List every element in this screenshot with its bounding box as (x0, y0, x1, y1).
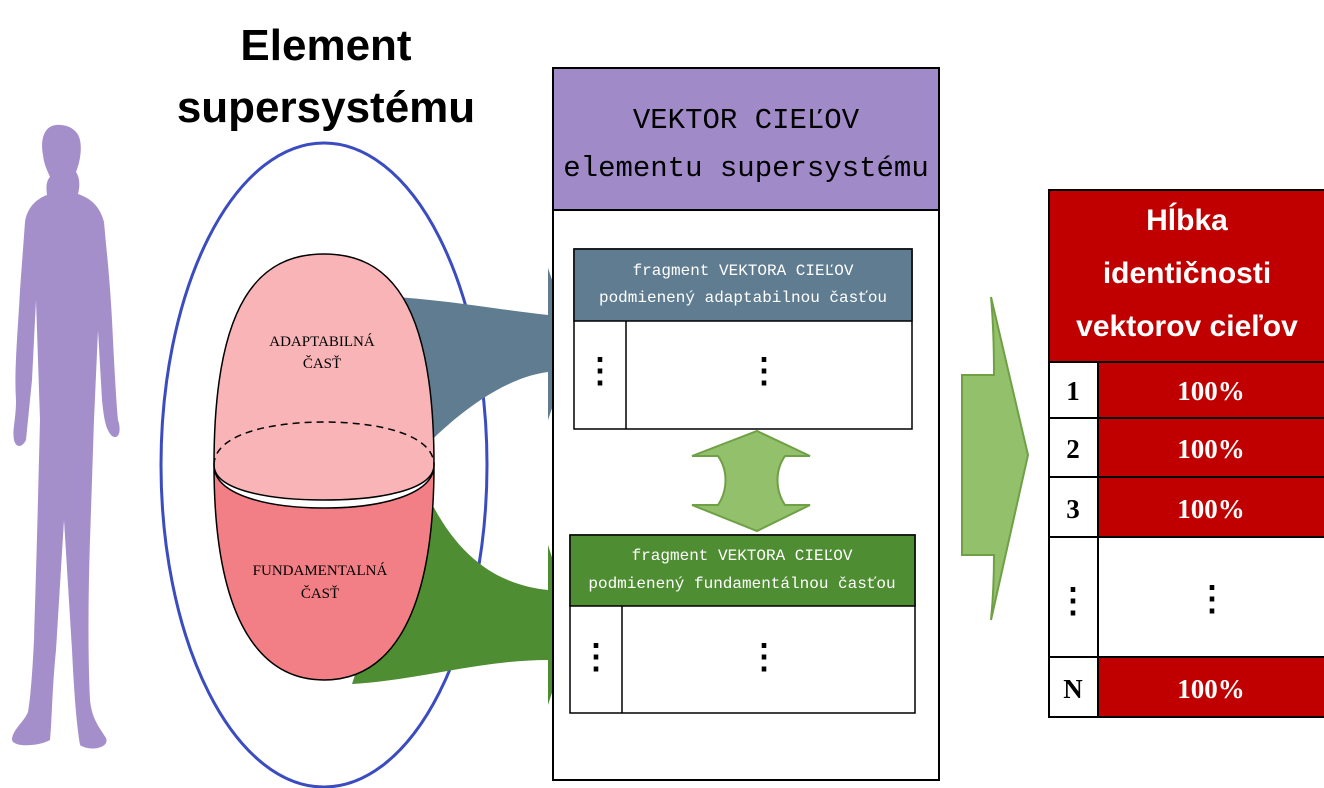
table-row-3-value: 100% (1177, 494, 1245, 524)
identity-table: Hĺbka identičnosti vektorov cieľov 1 100… (1048, 189, 1324, 718)
adaptive-part-shape (213, 253, 435, 501)
table-row-ellipsis-index-cell (1048, 536, 1099, 658)
fragment-fundamental-header (569, 534, 916, 607)
fundamental-part-label-1: FUNDAMENTALNÁ (253, 562, 388, 579)
vector-panel-header (552, 67, 940, 211)
adaptive-part-label-1: ADAPTABILNÁ (269, 333, 375, 350)
fundamental-part-shape (213, 464, 435, 681)
table-row-n-index: N (1063, 674, 1083, 704)
fragment-adaptive-title-1: fragment VEKTORA CIEĽOV (633, 262, 854, 280)
table-row-ellipsis-value: ⋮ (1195, 581, 1229, 618)
title-line-2: supersystému (177, 83, 475, 132)
table-row-n-value: 100% (1177, 674, 1245, 704)
table-row-3-index: 3 (1066, 494, 1080, 524)
table-row-1-value: 100% (1177, 376, 1245, 406)
vector-header-line-2: elementu supersystému (563, 152, 928, 185)
table-row-n-value-cell (1097, 656, 1324, 718)
table-row-2-index: 2 (1066, 434, 1080, 464)
fragment-adaptive-ellipsis-left: ⋮ (583, 353, 617, 390)
bidirectional-arrow (691, 429, 811, 533)
identity-table-title-1: Hĺbka (1146, 202, 1228, 237)
fragment-fundamental-ellipsis-left: ⋮ (579, 639, 613, 676)
fragment-adaptive-header (573, 248, 913, 322)
table-row-1-index: 1 (1066, 376, 1080, 406)
fundamental-part-label-2: ČASŤ (301, 585, 339, 602)
adaptive-part-label-2: ČASŤ (303, 355, 341, 372)
table-row-1-value-cell (1097, 361, 1324, 419)
identity-table-header (1048, 189, 1324, 363)
identity-table-title-3: vektorov cieľov (1076, 310, 1298, 343)
table-row-2-index-cell (1048, 417, 1099, 478)
fragment-fundamental-ellipsis-right: ⋮ (747, 639, 781, 676)
fragment-adaptive-title-2: podmienený adaptabilnou časťou (599, 289, 887, 307)
table-row-ellipsis-index: ⋮ (1056, 583, 1090, 620)
person-silhouette (12, 124, 120, 749)
vector-header-line-1: VEKTOR CIEĽOV (633, 104, 860, 137)
fragment-fundamental-title-1: fragment VEKTORA CIEĽOV (632, 547, 853, 565)
title-line-1: Element (240, 21, 412, 70)
result-arrow (961, 296, 1030, 621)
fragment-adaptive-ellipsis-right: ⋮ (747, 353, 781, 390)
supersystem-element-circle (159, 141, 489, 788)
table-row-2-value: 100% (1177, 434, 1245, 464)
ellipsoid-dashed-rim (213, 421, 435, 466)
fragment-fundamental-title-2: podmienený fundamentálnou časťou (588, 575, 895, 593)
table-row-1-index-cell (1048, 361, 1099, 419)
table-row-ellipsis-value-cell (1097, 536, 1324, 658)
identity-table-title-2: identičnosti (1103, 257, 1271, 290)
